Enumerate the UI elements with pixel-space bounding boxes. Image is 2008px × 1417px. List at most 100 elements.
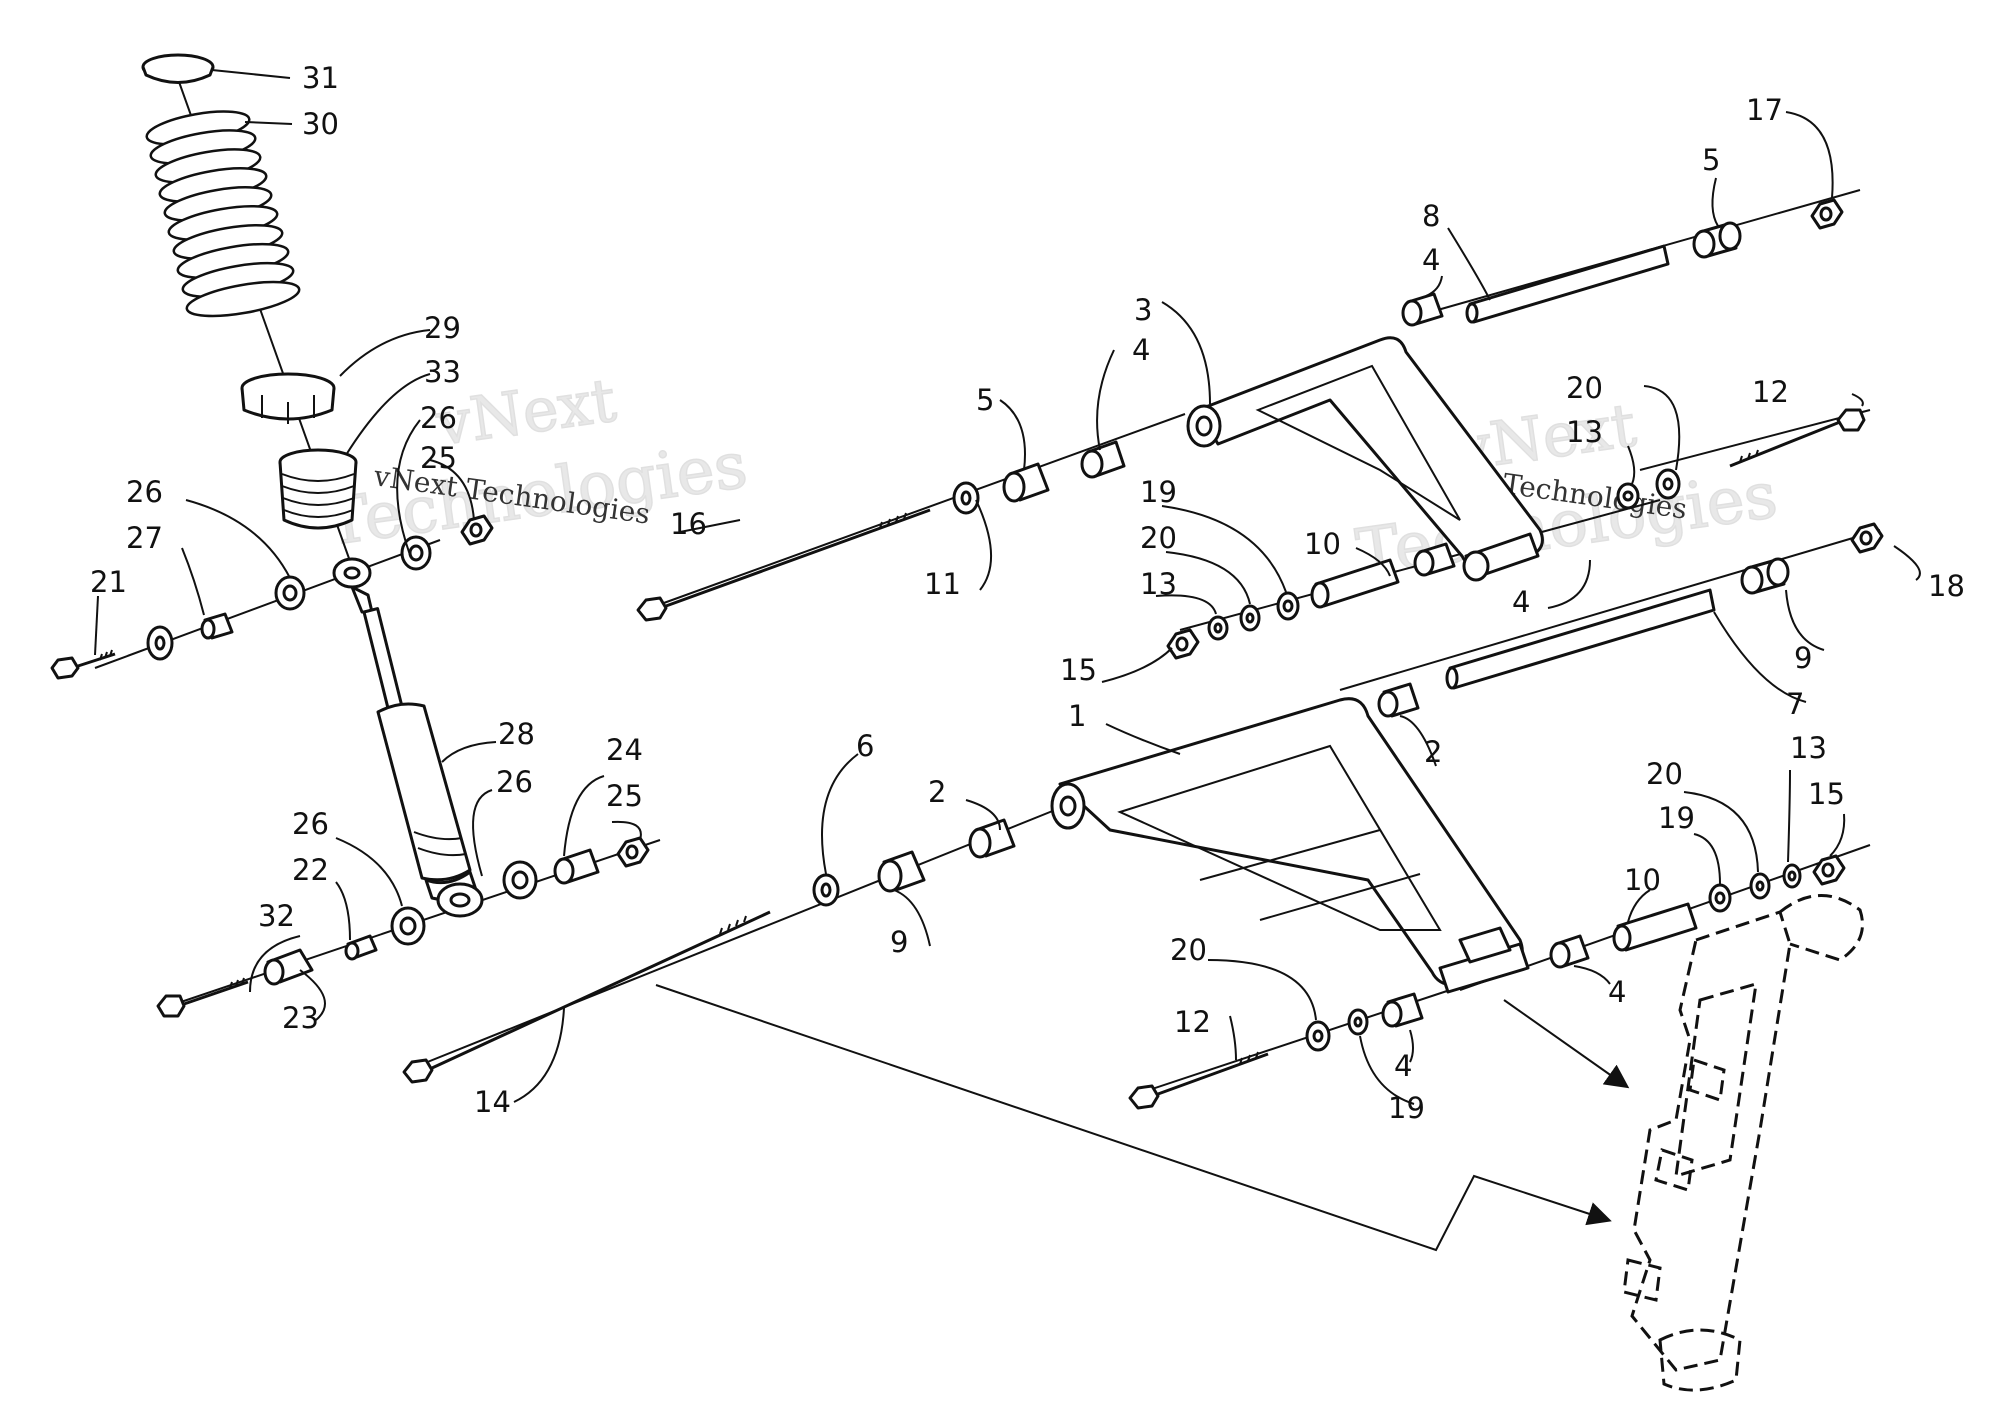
callout-26-upper: 26	[420, 401, 457, 435]
callout-20-lower-rear: 20	[1646, 757, 1683, 791]
callout-5-upper-front: 5	[976, 383, 994, 417]
callout-31: 31	[302, 61, 339, 95]
assembly-arrows	[655, 984, 1630, 1252]
callout-25-lower: 25	[606, 779, 643, 813]
callout-15-upper: 15	[1060, 653, 1097, 687]
callout-10-upper: 10	[1304, 527, 1341, 561]
callout-33: 33	[424, 355, 461, 389]
bushing-part-4-upper-front	[1080, 440, 1126, 479]
callout-20-lower-front: 20	[1170, 933, 1207, 967]
sleeve-part-24	[553, 848, 600, 885]
bolt-part-16	[636, 508, 931, 622]
sleeve-part-10-upper	[1310, 558, 1400, 609]
bushing-part-22	[344, 934, 378, 961]
bushing-part-9-lower-rear	[1740, 557, 1790, 595]
bushing-part-9-lower-front	[877, 850, 926, 893]
callout-21: 21	[90, 565, 127, 599]
callout-9-lower-rear: 9	[1794, 641, 1812, 675]
lower-front-pivot-axis	[414, 807, 1061, 1068]
callout-22: 22	[292, 853, 329, 887]
callout-19-lower-rear: 19	[1658, 801, 1695, 835]
nut-part-25-upper	[460, 514, 494, 546]
arm-to-spindle-arrow	[1503, 999, 1630, 1089]
washer-part-19-lower-rear	[1708, 883, 1732, 913]
callout-labels: 31 30 29 33 26 25 26 27 21 28 26 24 25 2…	[90, 61, 1965, 1125]
bolt-part-21	[50, 649, 116, 680]
washer-part-19-lower-front	[1347, 1008, 1369, 1036]
callout-26-mid: 26	[496, 765, 533, 799]
nut-part-18	[1850, 522, 1884, 554]
spacer-part-23	[263, 948, 314, 986]
bushing-part-5-upper-rear	[1692, 221, 1742, 259]
callout-3: 3	[1134, 293, 1152, 327]
callout-26-lower: 26	[292, 807, 329, 841]
nut-part-25-lower	[616, 836, 650, 868]
callout-27: 27	[126, 521, 163, 555]
shock-absorber-part-28	[332, 557, 484, 918]
callout-6: 6	[856, 729, 874, 763]
spring-retainer-part-31	[141, 53, 215, 84]
callout-13-lower-rear: 13	[1790, 731, 1827, 765]
callout-1: 1	[1068, 699, 1086, 733]
bolt-part-32	[156, 977, 249, 1018]
callout-4-upper-rear: 4	[1422, 243, 1440, 277]
callout-12-upper: 12	[1752, 375, 1789, 409]
lower-a-arm-part-1	[1050, 697, 1530, 994]
callout-9-lower-front: 9	[890, 925, 908, 959]
callout-29: 29	[424, 311, 461, 345]
callout-5-upper-rear: 5	[1702, 143, 1720, 177]
upper-a-arm-part-3	[1186, 336, 1544, 582]
callout-19-upper: 19	[1140, 475, 1177, 509]
bushing-part-4-upper-mid	[1413, 542, 1456, 577]
shock-to-spindle-arrow	[655, 984, 1612, 1252]
callout-10-lower: 10	[1624, 863, 1661, 897]
washer-part-11	[952, 481, 980, 515]
spacer-part-27	[200, 612, 234, 640]
bushing-part-2-lower-rear	[1377, 682, 1420, 718]
threaded-collar-part-33	[278, 448, 358, 530]
callout-13-upper-rear: 13	[1566, 415, 1603, 449]
bushing-part-26-upper-left	[274, 575, 306, 611]
bolt-part-14	[402, 910, 771, 1084]
bushing-part-5-upper-front	[1002, 462, 1050, 503]
sleeve-part-10-lower	[1612, 902, 1698, 952]
spindle-reference-dashed	[1622, 894, 1864, 1392]
washer-part-20-lower-rear	[1749, 872, 1771, 900]
callout-14: 14	[474, 1085, 511, 1119]
washer-part-19-upper	[1276, 591, 1300, 621]
callout-23: 23	[282, 1001, 319, 1035]
washer-part-20-lower-front	[1305, 1020, 1331, 1052]
washer-part-20-upper-front	[1239, 604, 1261, 632]
bushing-part-4-upper-rear	[1401, 292, 1444, 327]
callout-7: 7	[1786, 687, 1804, 721]
shock-assembly	[50, 53, 650, 1018]
callout-17: 17	[1746, 93, 1783, 127]
bushing-part-26-lower-left	[390, 906, 426, 946]
callout-2-lower-rear: 2	[1424, 735, 1442, 769]
bushing-part-2-lower-front	[968, 818, 1016, 859]
callout-2-lower-front: 2	[928, 775, 946, 809]
callout-20-upper-front: 20	[1140, 521, 1177, 555]
callout-28: 28	[498, 717, 535, 751]
callout-4-upper-mid: 4	[1512, 585, 1530, 619]
callout-26-left: 26	[126, 475, 163, 509]
lower-arm-hardware	[402, 522, 1884, 1110]
bushing-part-4-lower-front	[1381, 992, 1424, 1028]
nut-part-15-lower	[1812, 854, 1846, 886]
bushing-part-26-lower-right	[502, 860, 538, 900]
washer-part-20-upper-rear	[1655, 468, 1681, 500]
callout-11: 11	[924, 567, 961, 601]
callout-24: 24	[606, 733, 643, 767]
leader-lines	[94, 69, 1921, 1105]
callout-4-upper-front: 4	[1132, 333, 1150, 367]
upper-arm-hardware	[636, 198, 1866, 660]
callout-4-lower-rear: 4	[1608, 975, 1626, 1009]
callout-18: 18	[1928, 569, 1965, 603]
callout-4-lower-front: 4	[1394, 1049, 1412, 1083]
coil-spring-part-30	[145, 110, 301, 318]
washer-part-6	[812, 873, 840, 907]
washer-part-13-lower-rear	[1782, 863, 1802, 889]
nut-part-15-upper	[1166, 628, 1200, 660]
washer-part-13-upper-rear	[1616, 482, 1640, 510]
